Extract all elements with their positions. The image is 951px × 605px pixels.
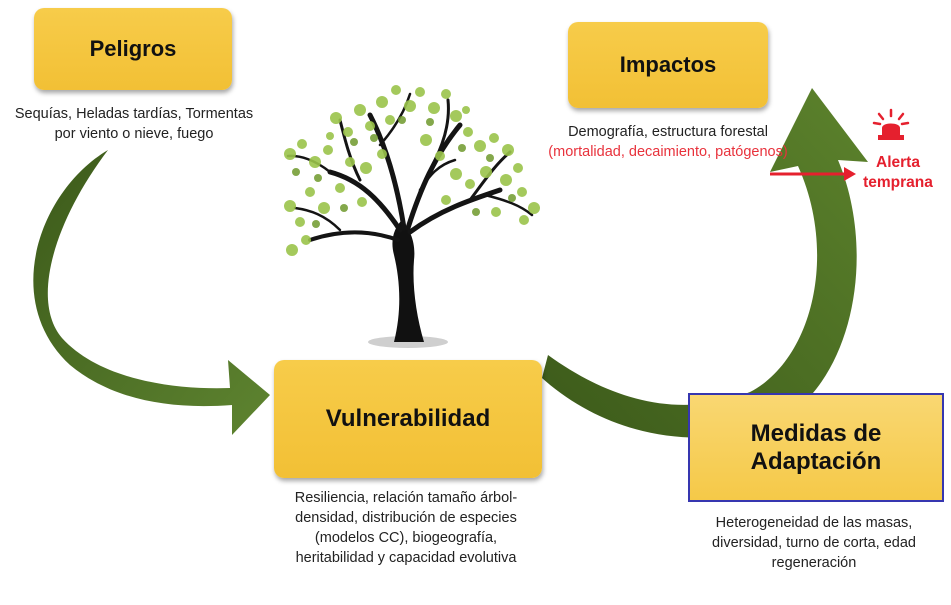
vulnerabilidad-box: Vulnerabilidad bbox=[274, 360, 542, 478]
peligros-box: Peligros bbox=[34, 8, 232, 90]
peligros-description: Sequías, Heladas tardías, Tormentas por … bbox=[14, 106, 254, 142]
vulnerabilidad-title: Vulnerabilidad bbox=[325, 405, 491, 433]
arrow-peligros-to-vulnerabilidad bbox=[33, 150, 270, 435]
arrow-vulnerabilidad-to-impactos bbox=[542, 88, 868, 438]
medidas-title: Medidas de Adaptación bbox=[750, 419, 882, 475]
impactos-description-highlight: (mortalidad, decaimiento, patógenos) bbox=[548, 144, 788, 160]
impactos-description-text: Demografía, estructura forestal bbox=[568, 124, 768, 140]
vulnerabilidad-description: Resiliencia, relación tamaño árbol-densi… bbox=[294, 490, 518, 566]
medidas-box: Medidas de Adaptación bbox=[688, 393, 944, 502]
medidas-description: Heterogeneidad de las masas, diversidad,… bbox=[712, 515, 916, 571]
impactos-description: Demografía, estructura forestal (mortali… bbox=[544, 122, 792, 162]
alert-arrow bbox=[770, 167, 856, 181]
peligros-title: Peligros bbox=[89, 36, 177, 62]
impactos-title: Impactos bbox=[619, 52, 717, 78]
siren-icon bbox=[872, 108, 910, 140]
tree-icon bbox=[284, 85, 540, 348]
impactos-box: Impactos bbox=[568, 22, 768, 108]
alert-label: Alerta temprana bbox=[863, 154, 933, 191]
